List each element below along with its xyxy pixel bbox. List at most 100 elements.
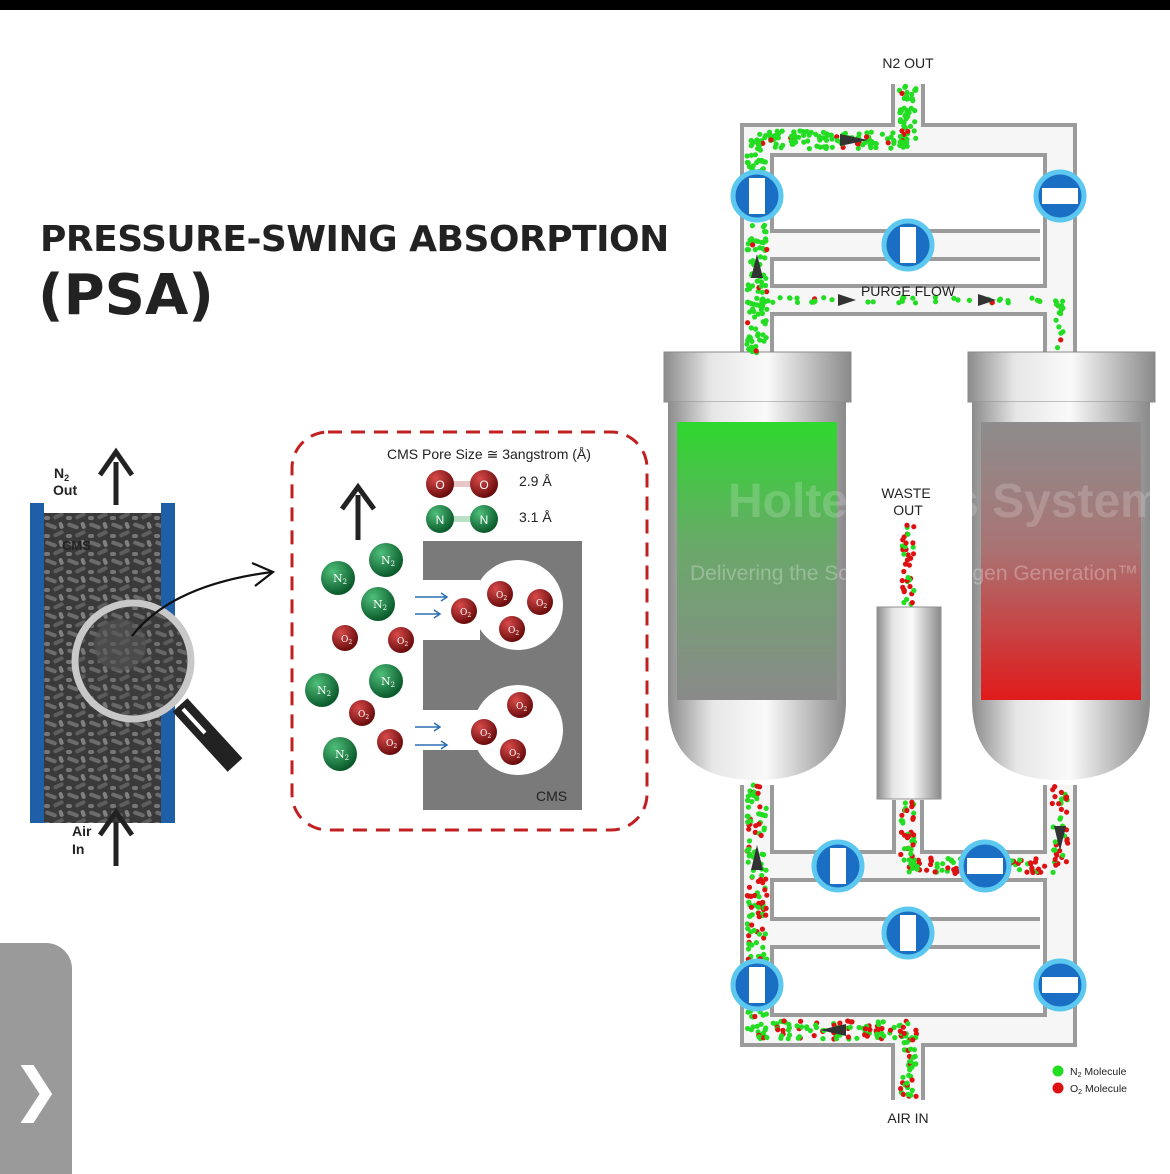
next-slide-button[interactable]: ❯ xyxy=(0,943,72,1174)
molecule-dot xyxy=(905,1091,911,1097)
svg-text:O2: O2 xyxy=(516,702,527,713)
molecule-dot xyxy=(753,823,759,829)
molecule-dot xyxy=(746,884,753,890)
molecule-dot xyxy=(897,1028,903,1034)
molecule-dot xyxy=(749,874,755,880)
molecule-dot xyxy=(744,153,750,159)
molecule-dot xyxy=(814,143,820,149)
molecule-dot xyxy=(904,107,910,113)
cms-bed-label: CMS xyxy=(62,538,91,553)
svg-text:O2: O2 xyxy=(341,635,352,646)
molecule-dot xyxy=(804,1024,810,1030)
molecule-dot xyxy=(910,865,916,871)
molecule-dot xyxy=(756,139,762,146)
molecule-dot xyxy=(811,1033,817,1039)
molecule-dot xyxy=(864,130,870,136)
molecule-dot xyxy=(1052,794,1058,800)
molecule-dot xyxy=(753,326,759,332)
molecule-dot xyxy=(813,1022,819,1028)
molecule-dot xyxy=(745,160,751,166)
molecule-dot xyxy=(746,933,752,939)
page-title: PRESSURE-SWING ABSORPTION xyxy=(40,219,669,260)
molecule-dot xyxy=(1050,824,1056,830)
molecule-dot xyxy=(749,799,755,805)
svg-text:O2: O2 xyxy=(496,591,507,602)
molecule-dot xyxy=(750,792,757,799)
molecule-dot xyxy=(899,812,905,818)
molecule-dot xyxy=(909,600,915,606)
molecule-dot xyxy=(763,229,769,235)
molecule-dot xyxy=(774,134,780,140)
molecule-dot xyxy=(745,813,751,820)
molecule-dot xyxy=(829,144,835,150)
molecule-dot xyxy=(1060,298,1066,304)
molecule-dot xyxy=(761,827,767,833)
o2-molecule: O2 xyxy=(500,739,526,765)
molecule-dot xyxy=(801,139,807,145)
molecule-dot xyxy=(820,1036,826,1042)
legend-n2-swatch xyxy=(1052,1065,1064,1077)
molecule-dot xyxy=(906,857,912,863)
molecule-dot xyxy=(940,861,946,867)
molecule-dot xyxy=(794,295,800,301)
pore-detail-panel: CMS Pore Size ≅ 3angstrom (Å) O O 2.9 Å … xyxy=(290,430,649,832)
chevron-right-icon: ❯ xyxy=(11,1054,61,1123)
molecule-dot xyxy=(1042,863,1048,869)
molecule-dot xyxy=(847,1024,853,1030)
molecule-dot xyxy=(904,143,910,149)
molecule-dot xyxy=(910,98,916,104)
molecule-dot xyxy=(763,867,769,873)
molecule-dot xyxy=(746,334,752,340)
molecule-dot xyxy=(913,1027,919,1033)
molecule-dot xyxy=(856,1024,862,1031)
molecule-dot xyxy=(745,282,751,288)
o2-molecule: O2 xyxy=(349,700,375,726)
molecule-dot xyxy=(745,804,752,810)
molecule-dot xyxy=(914,866,920,872)
molecule-dot xyxy=(1050,787,1056,793)
cms-block-label: CMS xyxy=(536,788,567,804)
molecule-dot xyxy=(902,83,909,89)
molecule-dot xyxy=(911,832,917,838)
molecule-dot xyxy=(910,551,917,557)
molecule-dot xyxy=(906,562,913,568)
molecule-dot xyxy=(748,904,755,910)
arrow-up-bottom-left-icon xyxy=(751,845,763,870)
molecule-dot xyxy=(908,861,914,867)
molecule-dot xyxy=(901,1047,908,1053)
svg-text:O2: O2 xyxy=(397,637,408,648)
molecule-dot xyxy=(933,299,939,305)
svg-text:N: N xyxy=(436,513,445,527)
molecule-dot xyxy=(905,834,911,841)
molecule-dot xyxy=(837,1020,843,1026)
molecule-dot xyxy=(763,133,769,139)
n2-out-pipe-label: N2 OUT xyxy=(882,55,934,71)
molecule-dot xyxy=(885,140,891,146)
n2-size-label: 3.1 Å xyxy=(519,509,552,525)
molecule-dot xyxy=(873,144,879,151)
legend-n2-label: N2 Molecule xyxy=(1070,1066,1127,1079)
molecule-dot xyxy=(854,1035,860,1041)
molecule-dot xyxy=(898,851,904,858)
watermark-tagline: Delivering the Science of Nitrogen Gener… xyxy=(690,562,1138,585)
molecule-dot xyxy=(905,574,911,581)
molecule-dot xyxy=(1049,800,1055,807)
o2-molecule: O2 xyxy=(332,625,358,651)
molecule-dot xyxy=(1024,869,1030,875)
molecule-dot xyxy=(762,321,768,327)
molecule-dot xyxy=(945,865,951,871)
molecule-dot xyxy=(751,927,757,934)
molecule-dot xyxy=(900,1091,907,1097)
molecule-dot xyxy=(1060,852,1066,858)
molecule-dot xyxy=(913,135,919,141)
n2-molecule: N2 xyxy=(369,543,403,577)
molecule-dot xyxy=(763,876,769,882)
molecule-dot xyxy=(759,872,765,879)
molecule-dot xyxy=(862,1026,869,1032)
molecule-dot xyxy=(753,348,759,354)
molecule-dot xyxy=(899,298,906,304)
molecule-dot xyxy=(746,893,752,899)
molecule-dot xyxy=(1063,796,1069,802)
n2-molecule: N2 xyxy=(361,587,395,621)
